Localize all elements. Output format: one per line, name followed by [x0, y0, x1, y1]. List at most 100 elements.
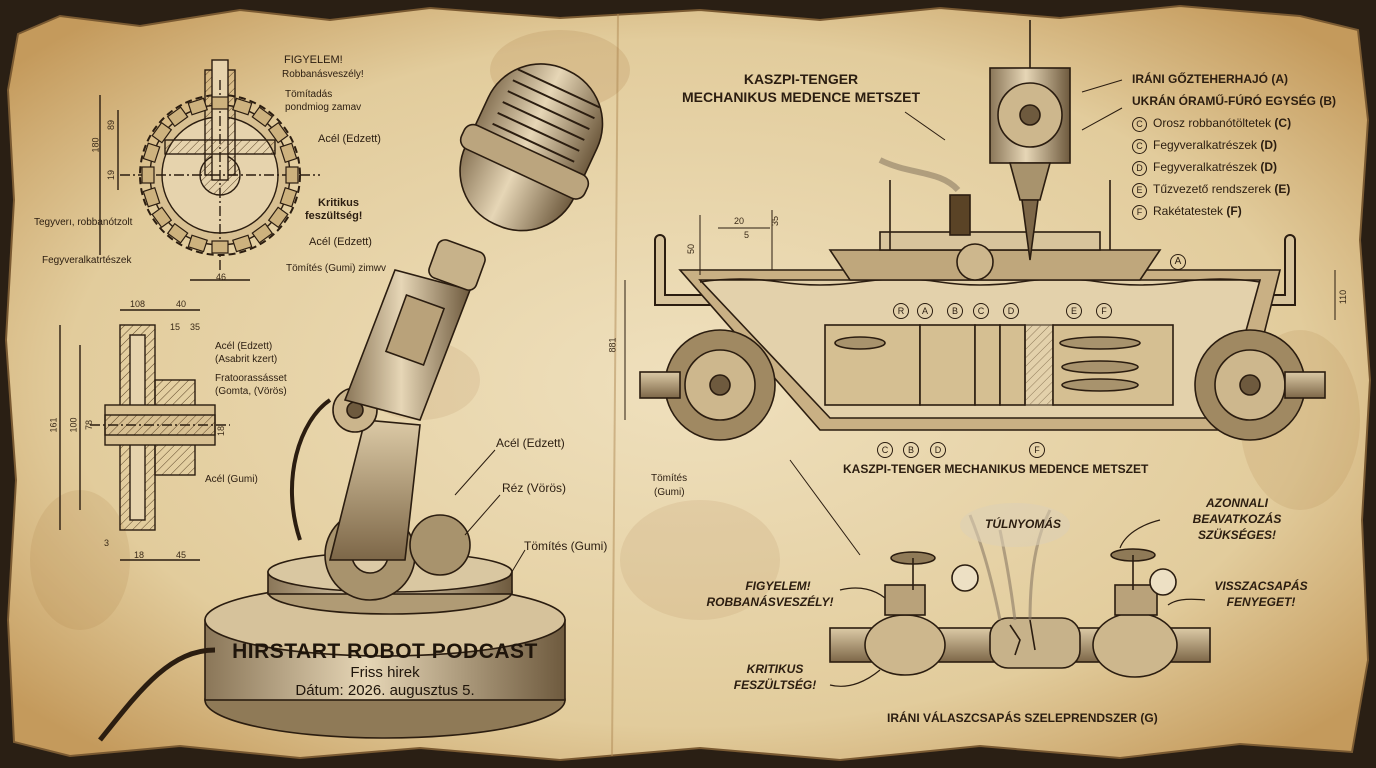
- shaft-dim: 45: [176, 550, 187, 560]
- basin-marker: B: [903, 442, 919, 458]
- legend-code: (F): [1226, 204, 1242, 218]
- gear-steel-label: Acél (Edzett): [318, 133, 381, 145]
- shaft-fr-sub: (Gomta, (Vörös): [215, 386, 287, 397]
- mic-grille-slot: [507, 90, 590, 131]
- valve-caption: IRÁNI VÁLASZCSAPÁS SZELEPRENDSZER (G): [887, 711, 1158, 725]
- shaft-dim: 108: [130, 299, 146, 309]
- ship-marker: A: [1170, 254, 1186, 270]
- robot-microphone: [98, 63, 604, 742]
- basin-dim: 110: [1338, 289, 1349, 305]
- shaft-dim: 15: [170, 322, 181, 332]
- gear-tooth: [211, 96, 229, 110]
- legend-marker: F: [1132, 205, 1147, 220]
- legend-text: IRÁNI GŐZTEHERHAJÓ (A): [1132, 72, 1288, 86]
- shaft-dim: 161: [48, 417, 59, 433]
- valve-warning-2: ROBBANÁSVESZÉLY!: [706, 595, 834, 609]
- basin-marker: D: [930, 442, 946, 458]
- gear-warning: FIGYELEM!: [284, 54, 343, 66]
- mic-seal-label: Tömítés (Gumi): [524, 539, 608, 553]
- plaque-title: HIRSTART ROBOT PODCAST: [232, 640, 538, 663]
- gear-tooth: [232, 97, 253, 116]
- mic-grille-slot: [517, 68, 600, 109]
- basin-marker: E: [1066, 303, 1082, 319]
- gear-rubber-seal: Tömítés (Gumi) zimwv: [286, 263, 387, 274]
- legend-text: UKRÁN ÓRAMŰ-FÚRÓ EGYSÉG (B): [1132, 94, 1336, 108]
- gear-teeth: [141, 96, 299, 254]
- gear-cross-section: [99, 59, 320, 281]
- gear-critical-sub: feszültség!: [305, 210, 363, 222]
- gear-tooth: [142, 142, 161, 163]
- gear-tooth: [187, 234, 208, 253]
- basin-dim: 35: [770, 215, 781, 227]
- gear-tooth: [142, 187, 161, 208]
- gear-dim: 89: [106, 119, 117, 131]
- gear-tooth: [279, 187, 298, 208]
- shaft-dim: 18: [134, 550, 145, 560]
- shaft-dim: 100: [68, 417, 79, 433]
- shaft-rubber-label: Acél (Gumi): [205, 474, 258, 485]
- valve-pipe-system: [829, 503, 1211, 687]
- plaque-subtitle: Friss hirek: [350, 664, 420, 681]
- legend-text: Rakétatestek: [1153, 204, 1227, 218]
- gear-dim: 46: [216, 272, 227, 282]
- basin-caption: KASZPI-TENGER MECHANIKUS MEDENCE METSZET: [843, 462, 1149, 476]
- mic-brass-label: Réz (Vörös): [502, 481, 567, 495]
- gear-seal-sub: pondmiog zamav: [285, 102, 362, 113]
- gear-tooth: [279, 142, 298, 163]
- gear-tooth: [251, 222, 274, 244]
- legend-marker: E: [1132, 183, 1147, 198]
- shaft-dim: 18: [216, 425, 227, 437]
- valve-critical-1: KRITIKUS: [746, 662, 804, 676]
- overpressure-label: TÚLNYOMÁS: [985, 517, 1061, 531]
- basin-marker: C: [877, 442, 893, 458]
- gear-tooth: [211, 240, 229, 254]
- gear-steel-label-2: Acél (Edzett): [309, 236, 372, 248]
- urgent-line2: BEAVATKOZÁS: [1192, 512, 1282, 526]
- podcast-plaque: HIRSTART ROBOT PODCAST Friss hirek Dátum…: [226, 640, 544, 700]
- shaft-dim: 35: [190, 322, 201, 332]
- legend-text: Fegyveralkatrészek: [1153, 160, 1261, 174]
- legend-code: (C): [1274, 116, 1292, 130]
- legend-marker: D: [1132, 161, 1147, 176]
- backfire-2: FENYEGET!: [1226, 595, 1296, 609]
- gear-tooth: [166, 222, 189, 244]
- basin-marker: F: [1029, 442, 1045, 458]
- basin-dim: 20: [734, 216, 745, 226]
- shaft-dim: 3: [104, 538, 110, 548]
- urgent-line1: AZONNALI: [1206, 496, 1268, 510]
- gear-tooth: [141, 166, 155, 184]
- gear-tooth: [166, 106, 189, 128]
- gear-left-label: Tegyverı, robbanótzolt: [34, 217, 133, 228]
- gear-tooth: [267, 121, 289, 144]
- gear-tooth: [251, 106, 274, 128]
- gear-tooth: [232, 234, 253, 253]
- caspian-basin: [624, 20, 1336, 556]
- mic-grille-slot: [512, 79, 595, 120]
- gear-dim: 180: [90, 137, 101, 153]
- basin-marker: R: [893, 303, 909, 319]
- basin-marker: D: [1003, 303, 1019, 319]
- basin-title-line2: MECHANIKUS MEDENCE METSZET: [681, 89, 920, 105]
- valve-warning-1: FIGYELEM!: [745, 579, 811, 593]
- gear-left-label-2: Fegyveralkatrtészek: [42, 255, 132, 266]
- gear-tooth: [285, 166, 299, 184]
- basin-title-line1: KASZPI-TENGER: [743, 71, 859, 87]
- gear-critical: Kritikus: [318, 197, 359, 209]
- mic-steel-label: Acél (Edzett): [496, 436, 565, 450]
- shaft-dim: 78: [84, 419, 95, 431]
- legend-marker: C: [1132, 117, 1147, 132]
- basin-dim: 5: [744, 230, 750, 240]
- gear-seal-label: Tömítadás: [285, 89, 333, 100]
- legend-code: (D): [1260, 160, 1278, 174]
- legend-code: (D): [1260, 138, 1278, 152]
- gear-tooth: [187, 97, 208, 116]
- shaft-steel-sub: (Asabrit kzert): [215, 354, 278, 365]
- urgent-line3: SZÜKSÉGES!: [1197, 528, 1276, 542]
- basin-marker: C: [973, 303, 989, 319]
- legend-item: D Fegyveralkatrészek (D): [1132, 160, 1277, 176]
- gear-warning-sub: Robbanásveszély!: [282, 69, 364, 80]
